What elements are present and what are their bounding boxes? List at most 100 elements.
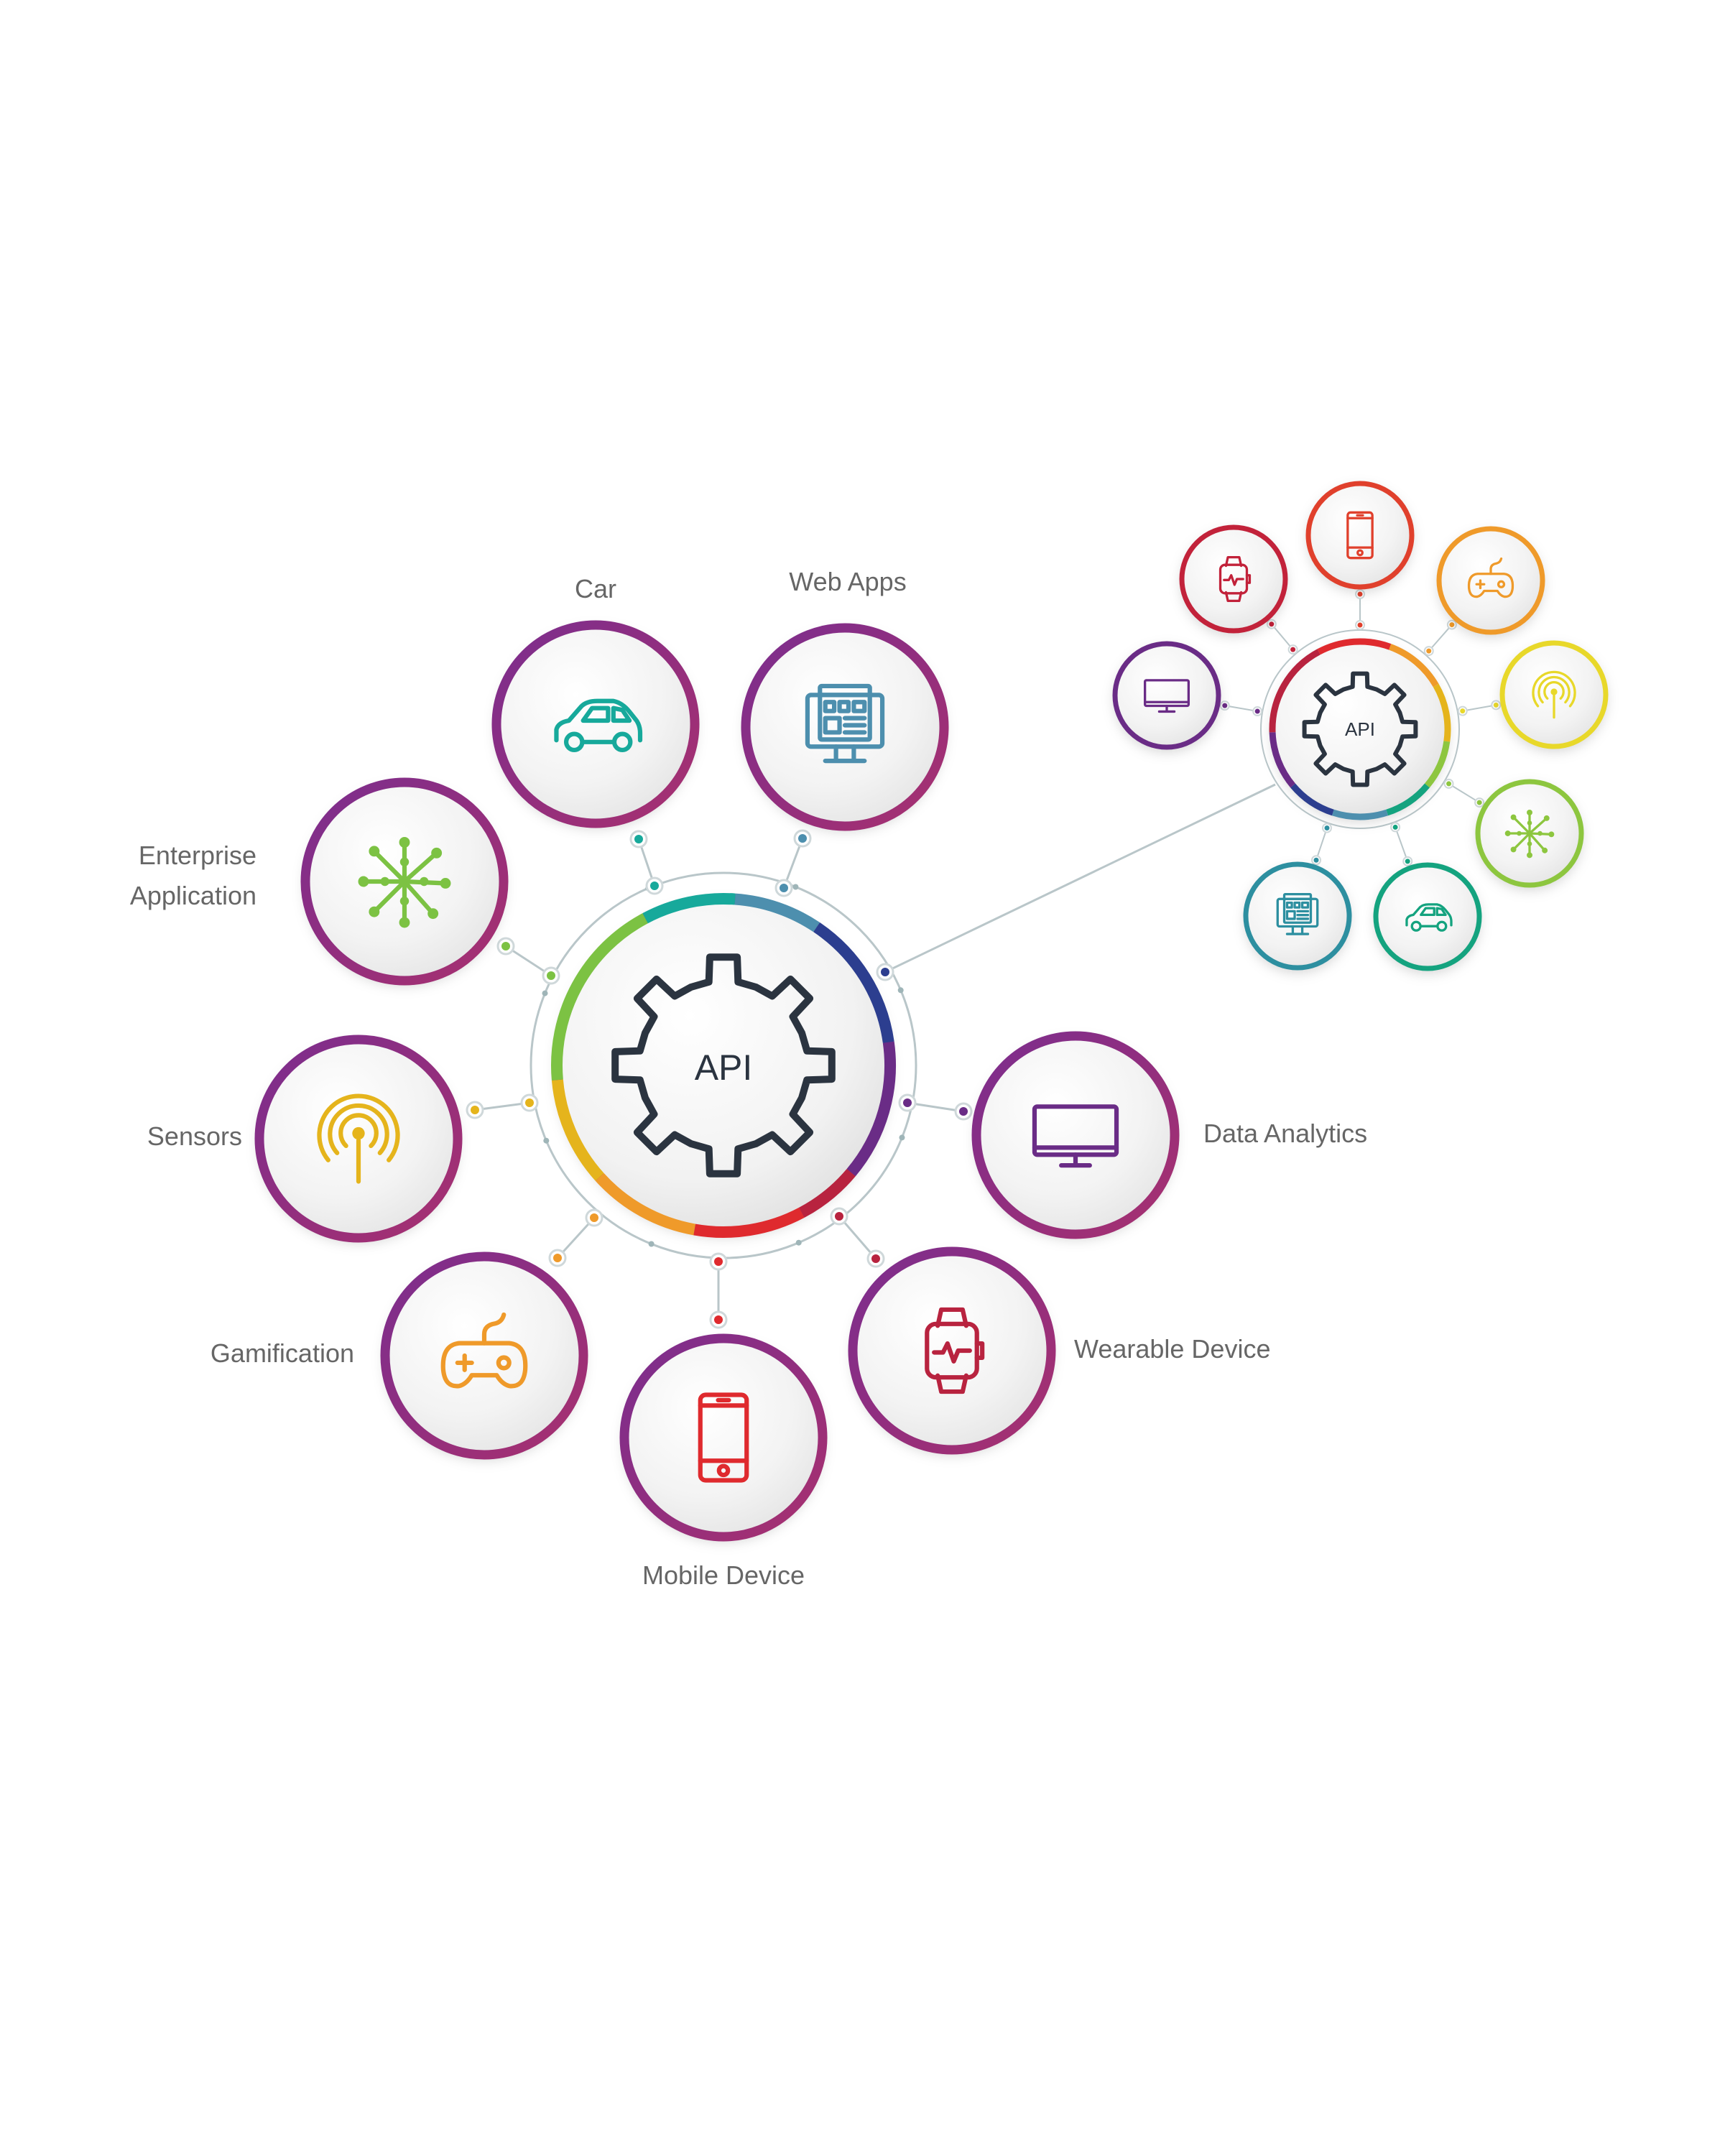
central-api-hub: API — [551, 893, 896, 1238]
mini-hub-disc — [1272, 642, 1448, 817]
mini-connector-line — [1315, 828, 1328, 861]
mini-node-mobile-phone — [1305, 481, 1415, 590]
mini-connector-dot-core — [1254, 708, 1260, 714]
mini-connector-dot-core — [1324, 825, 1330, 831]
orbit-tick — [795, 1239, 802, 1246]
web-app-icon — [805, 683, 885, 764]
connector-dot-core — [835, 1212, 843, 1221]
node-ring — [741, 623, 949, 831]
web-app-icon — [1276, 892, 1319, 935]
car-icon — [1405, 903, 1453, 932]
hub-arc-segment — [551, 1079, 604, 1181]
hub-arc-segment — [595, 1172, 696, 1236]
mini-node-ring — [1373, 862, 1482, 971]
mini-connector-line — [1462, 704, 1497, 712]
mini-node-car — [1373, 862, 1482, 971]
connector-line — [556, 1216, 596, 1259]
link-to-mini-diagram — [884, 783, 1276, 973]
gamepad-icon — [1467, 557, 1514, 598]
mini-api-diagram: API — [1112, 481, 1609, 971]
node-ring — [254, 1035, 463, 1243]
node-ring — [971, 1031, 1180, 1239]
mini-connector-dot-core — [1405, 859, 1410, 864]
node-ring — [491, 620, 700, 828]
antenna-icon — [1532, 670, 1576, 719]
spoke-label-mobile-device: Mobile Device — [642, 1560, 805, 1590]
mini-connector-dot-core — [1476, 800, 1482, 805]
connector-dot-core — [903, 1098, 912, 1107]
mini-node-disc — [1308, 484, 1412, 587]
mobile-phone-icon — [698, 1392, 749, 1483]
connector-dot-core — [590, 1213, 598, 1222]
node-ring — [619, 1333, 828, 1542]
node-ring — [848, 1246, 1056, 1455]
mini-connector-dot-core — [1426, 648, 1432, 654]
mini-hub-arc-segment — [1269, 732, 1296, 788]
hub-arc-segment — [642, 893, 736, 924]
spoke-node-sensors — [254, 1035, 463, 1243]
network-icon — [358, 837, 451, 928]
mini-node-disc — [1439, 529, 1543, 632]
mini-connector-dot-core — [1222, 703, 1228, 708]
connector-dot-core — [547, 971, 555, 980]
connector-dot-core — [650, 882, 659, 890]
hub-arc-segment — [693, 1207, 805, 1238]
connectors — [466, 783, 1276, 1329]
mini-connector-line — [1428, 624, 1453, 652]
mini-connector-line — [1395, 827, 1409, 862]
orbit-tick — [899, 1134, 905, 1141]
mini-connector-dot-core — [1449, 622, 1455, 628]
spoke-label-wearable-device: Wearable Device — [1074, 1334, 1270, 1364]
connector-dot-core — [714, 1315, 723, 1324]
hub-disc — [557, 899, 890, 1232]
connector-dot-core — [471, 1106, 479, 1114]
spoke-node-car — [491, 620, 700, 828]
mini-node-ring — [1179, 524, 1288, 634]
connector-dot-core — [881, 968, 889, 976]
node-disc — [624, 1338, 823, 1537]
mini-connector-dot-core — [1269, 621, 1275, 627]
mini-node-gamepad — [1436, 526, 1545, 635]
spoke-label-web-apps: Web Apps — [789, 567, 906, 596]
mini-connector-line — [1448, 783, 1480, 803]
spoke-label-gamification: Gamification — [211, 1338, 354, 1368]
mini-node-ring — [1243, 861, 1352, 971]
mini-connector-dot-core — [1313, 857, 1319, 863]
gear-icon — [611, 953, 836, 1178]
mini-connector-dot-core — [1357, 591, 1363, 597]
spoke-nodes — [254, 620, 1180, 1542]
mini-node-ring — [1499, 640, 1609, 749]
orbit-tick — [897, 987, 904, 994]
mini-node-network — [1475, 779, 1584, 888]
connector-dot-core — [798, 834, 807, 843]
mini-hub-arc-segment — [1433, 683, 1451, 742]
mini-node-disc — [1376, 865, 1479, 968]
node-ring — [380, 1252, 588, 1460]
connector-dot-core — [714, 1257, 723, 1266]
mini-hub-arc-segment — [1389, 644, 1439, 688]
hub-arc-segment — [799, 1168, 856, 1218]
mini-hub-arc-segment — [1424, 741, 1451, 788]
hub-arc-segment — [734, 893, 820, 933]
connector-line — [505, 945, 552, 977]
mini-node-web-app — [1243, 861, 1352, 971]
monitor-icon — [1032, 1104, 1119, 1168]
orbit-tick — [792, 884, 799, 890]
connector-dot-core — [634, 835, 643, 843]
node-disc — [976, 1036, 1175, 1234]
car-icon — [554, 698, 643, 753]
mini-node-ring — [1112, 641, 1221, 750]
connector-dot-core — [501, 942, 510, 950]
connector-line — [474, 1101, 530, 1111]
connector-dot-core — [959, 1107, 968, 1116]
hub-arc-segment — [846, 1041, 896, 1177]
hub-arc-segment — [813, 922, 894, 1043]
mini-node-ring — [1475, 779, 1584, 888]
spoke-node-data-analytics — [971, 1031, 1180, 1239]
node-ring — [300, 777, 509, 986]
mobile-phone-icon — [1346, 511, 1374, 560]
mini-hub-arc-segment — [1269, 649, 1321, 733]
hub-label: API — [695, 1047, 753, 1088]
